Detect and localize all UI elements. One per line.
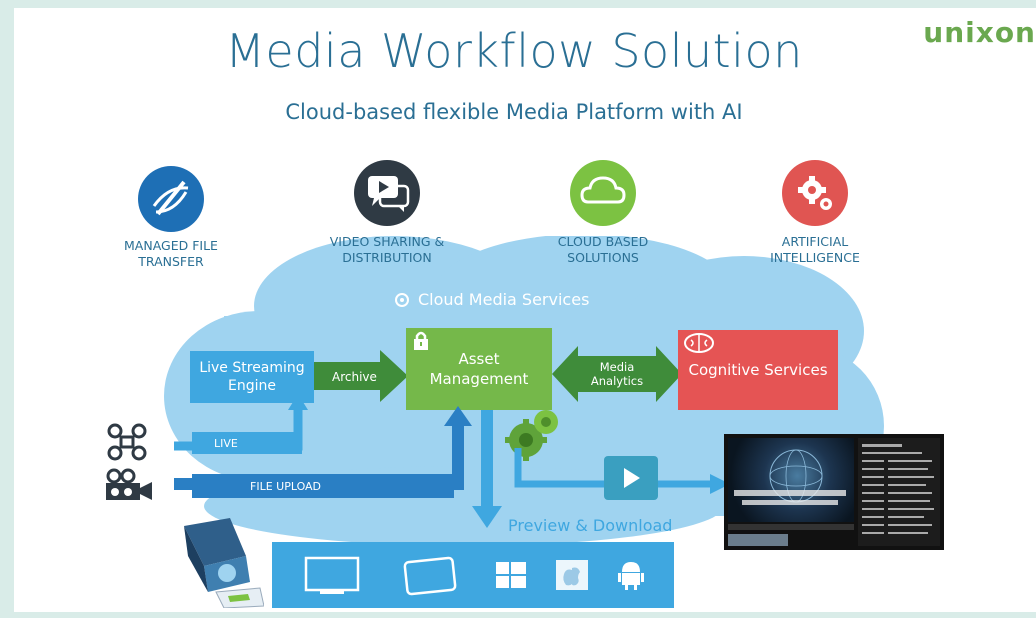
lock-icon — [414, 331, 428, 350]
category-label-video-sharing: VIDEO SHARING &DISTRIBUTION — [329, 234, 445, 265]
brand-logo: unixon — [923, 16, 1036, 49]
apple-icon — [556, 560, 588, 590]
tablet-icon — [403, 556, 457, 596]
transcript-panel — [858, 438, 940, 546]
azure-icon — [395, 292, 409, 307]
device-bar — [272, 542, 674, 608]
page-subtitle: Cloud-based flexible Media Platform with… — [285, 100, 743, 124]
video-controls — [728, 524, 854, 530]
play-button-icon — [604, 456, 658, 500]
slide: Media Workflow Solution Cloud-based flex… — [14, 8, 1036, 612]
cloud-icon — [570, 160, 636, 226]
preview-down-arrow — [472, 410, 502, 528]
brain-icon — [684, 333, 714, 353]
thumbnail-strip — [728, 534, 788, 546]
video-player-screenshot — [724, 434, 944, 550]
managed-transfer-icon — [138, 166, 204, 232]
globe-video-frame — [728, 438, 854, 522]
cloud-services-label: Cloud Media Services — [394, 290, 589, 309]
file-upload-label: FILE UPLOAD — [250, 480, 322, 493]
archive-label: Archive — [332, 370, 377, 384]
file-upload-bar — [192, 474, 454, 498]
archive-arrow — [314, 350, 408, 402]
video-camera-icon — [106, 468, 152, 500]
preview-download-label: Preview & Download — [508, 516, 673, 535]
live-input-bar — [192, 432, 302, 454]
windows-icon — [496, 562, 526, 588]
monitor-icon — [304, 556, 360, 594]
page-title: Media Workflow Solution — [225, 24, 803, 78]
media-analytics-arrow — [552, 346, 682, 402]
chat-play-icon — [354, 160, 420, 226]
android-icon — [618, 562, 644, 590]
gears-icon — [782, 160, 848, 226]
drone-icon — [107, 423, 147, 461]
media-device-icon — [184, 518, 264, 608]
live-label: LIVE — [214, 437, 238, 450]
